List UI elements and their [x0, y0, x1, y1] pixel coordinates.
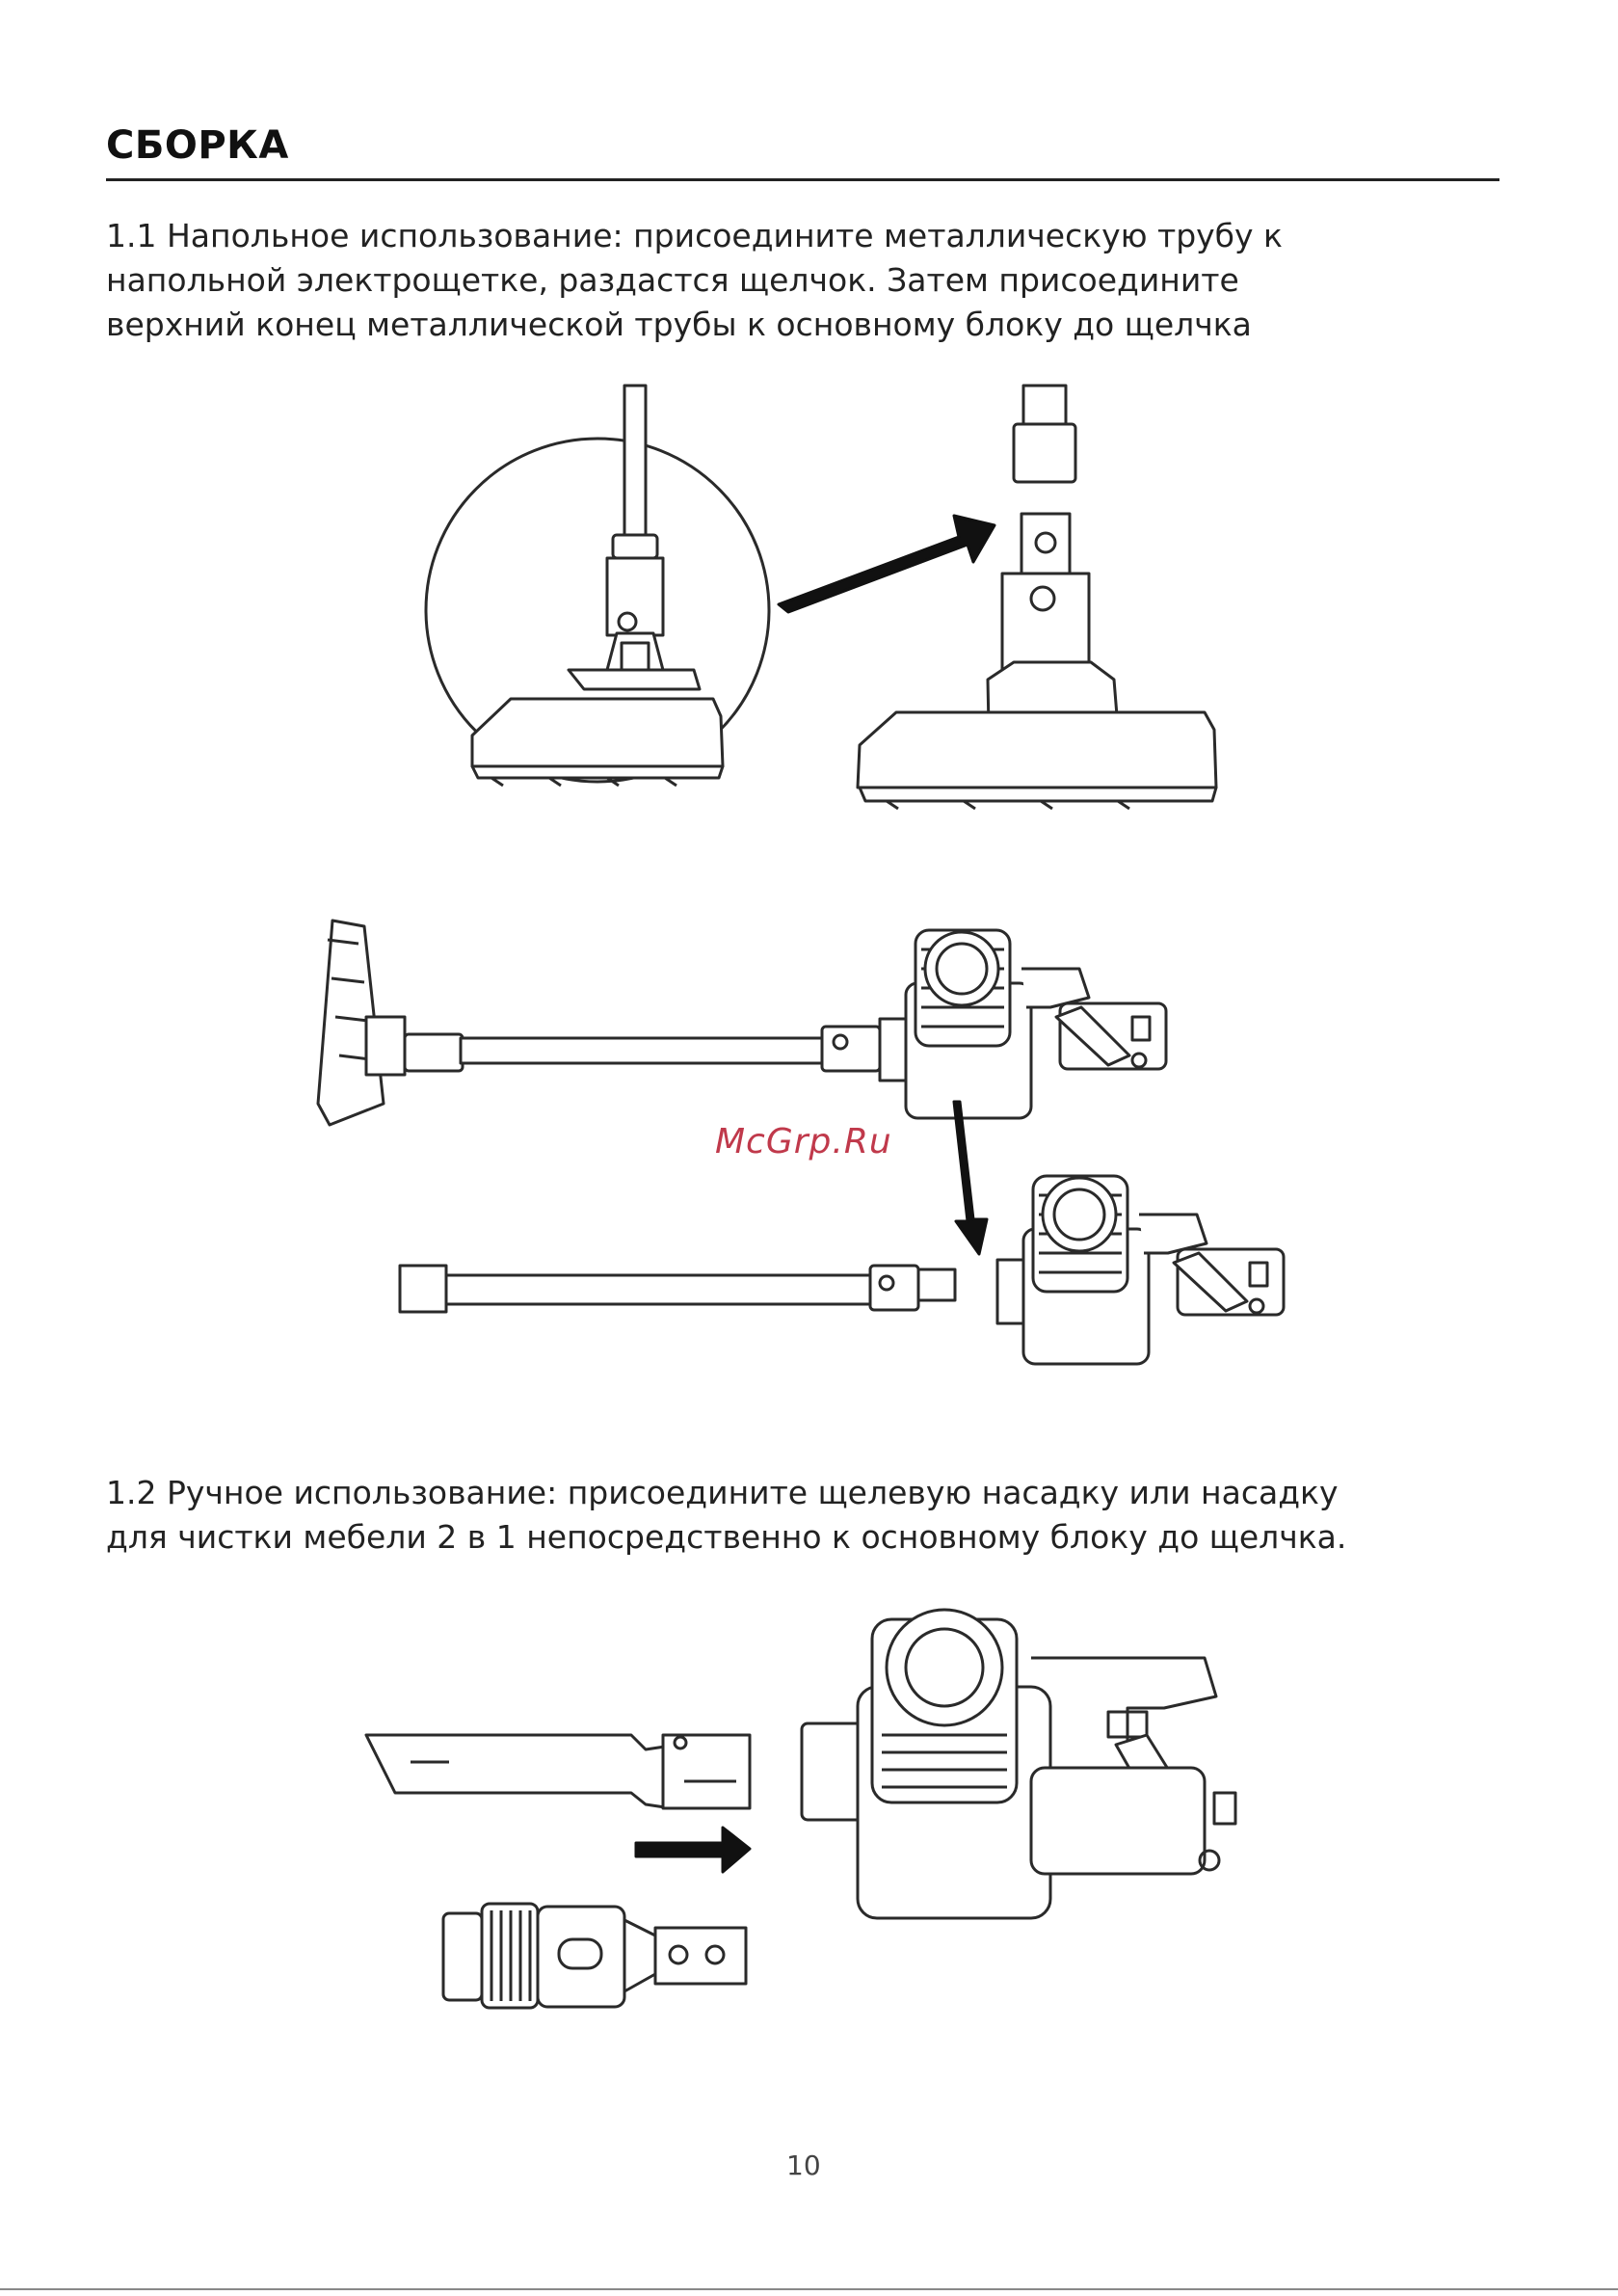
- page-bottom-edge: [0, 2288, 1618, 2290]
- arrow-icon: [777, 514, 996, 614]
- main-unit-large: [800, 1608, 1237, 1920]
- figure-nozzle-main-unit-connection: [364, 1608, 1237, 2010]
- arrow-down-icon: [952, 1100, 989, 1256]
- brush-with-tube-detail: [470, 384, 725, 788]
- instruction-hand-use: 1.2 Ручное использование: присоедините щ…: [106, 1471, 1346, 1560]
- text-line: напольной электрощетке, раздастся щелчок…: [106, 261, 1239, 299]
- tube-end: [1012, 384, 1077, 484]
- floor-brush: [856, 512, 1218, 811]
- assembled-vacuum: [316, 919, 1168, 1127]
- text-line: 1.1 Напольное использование: присоединит…: [106, 217, 1283, 254]
- two-in-one-nozzle: [441, 1902, 748, 2010]
- separate-tube: [398, 1264, 957, 1314]
- page-title: СБОРКА: [106, 123, 289, 168]
- page-number: 10: [786, 2149, 821, 2181]
- magnifier-circle: [424, 437, 771, 784]
- title-divider: [106, 178, 1499, 181]
- crevice-nozzle: [364, 1733, 752, 1810]
- instruction-floor-use: 1.1 Напольное использование: присоединит…: [106, 214, 1283, 347]
- text-line: для чистки мебели 2 в 1 непосредственно …: [106, 1518, 1347, 1556]
- figure-brush-tube-connection: [424, 384, 1218, 811]
- separate-main-unit: [995, 1174, 1286, 1366]
- arrow-right-icon: [634, 1826, 752, 1874]
- text-line: 1.2 Ручное использование: присоедините щ…: [106, 1474, 1339, 1511]
- figure-tube-main-unit-connection: [316, 919, 1286, 1366]
- watermark: McGrp.Ru: [715, 1122, 892, 1161]
- text-line: верхний конец металлической трубы к осно…: [106, 306, 1252, 343]
